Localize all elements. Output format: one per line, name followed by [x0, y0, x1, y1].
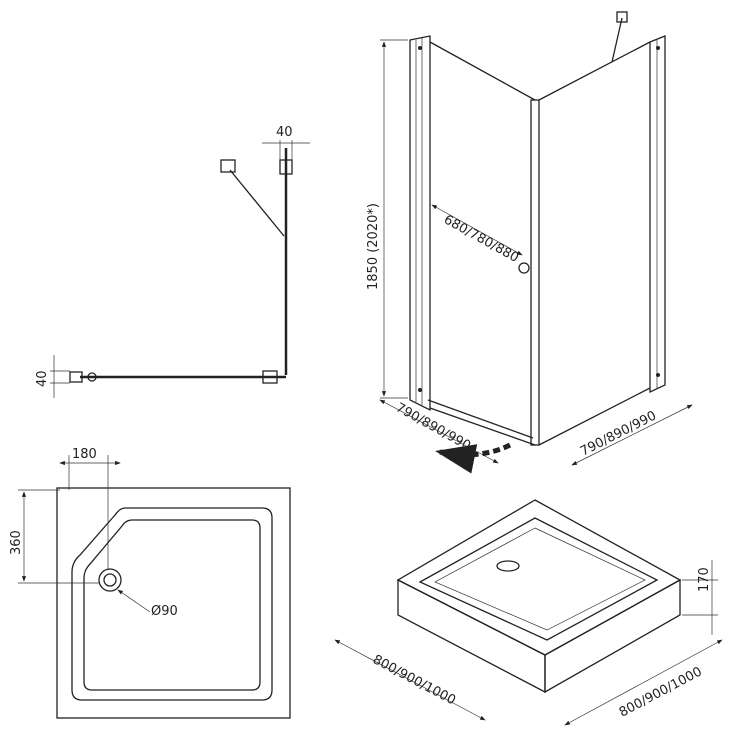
drain-dim: Ø90 — [151, 604, 178, 619]
tray-height-dim: 170 — [697, 567, 712, 592]
enclosure-height-dim: 1850 (2020*) — [366, 203, 381, 290]
door-swing-arrow-icon — [435, 442, 512, 474]
plan-dim-left: 40 — [35, 370, 50, 387]
door-width-dim: 680/780/880 — [441, 212, 521, 265]
tray-left-width-dim: 800/900/1000 — [370, 652, 458, 708]
tray-dim-360: 360 — [9, 530, 24, 555]
tray-iso-view: 170 800/900/1000 800/900/1000 — [334, 499, 723, 726]
tray-dim-180: 180 — [72, 447, 97, 462]
tray-top-view: Ø90 180 360 — [9, 447, 291, 719]
plan-dim-top: 40 — [276, 125, 293, 140]
enclosure-iso: 1850 (2020*) 680/780/880 790/890/990 790… — [366, 11, 693, 474]
enclosure-right-width-dim: 790/890/990 — [578, 408, 659, 459]
plan-view: 40 40 — [35, 125, 310, 398]
